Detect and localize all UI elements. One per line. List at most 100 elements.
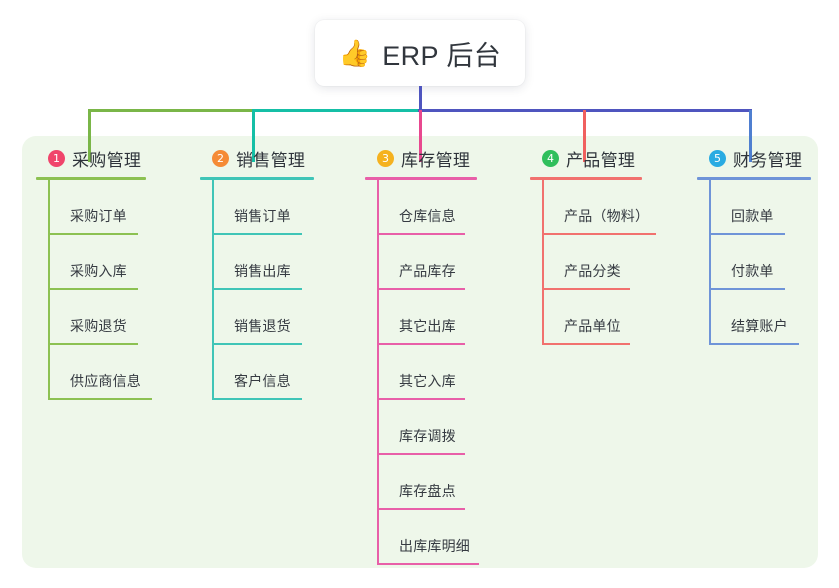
leaf-underline [48, 343, 138, 345]
leaf-label: 其它出库 [399, 318, 456, 334]
leaf-spine [377, 455, 379, 510]
branch-items-4: 产品（物料） 产品分类 产品单位 [542, 180, 658, 345]
list-item[interactable]: 仓库信息 [377, 180, 490, 235]
branch-label-1: 采购管理 [72, 150, 142, 170]
branches-panel [22, 136, 818, 568]
branch-items-5: 回款单 付款单 结算账户 [709, 180, 815, 345]
branch-column-5: 5 财务管理 回款单 付款单 结算账户 [697, 144, 815, 345]
list-item[interactable]: 付款单 [709, 235, 815, 290]
leaf-spine [377, 510, 379, 565]
leaf-underline [377, 563, 479, 565]
branch-badge-3: 3 [377, 149, 394, 167]
leaf-spine [212, 180, 214, 235]
leaf-underline [377, 508, 465, 510]
leaf-label: 采购入库 [70, 263, 127, 279]
leaf-spine [542, 235, 544, 290]
branch-underline-1 [36, 177, 146, 180]
list-item[interactable]: 供应商信息 [48, 345, 154, 400]
branch-items-2: 销售订单 销售出库 销售退货 客户信息 [212, 180, 318, 400]
branch-header-2[interactable]: 2 销售管理 [200, 144, 318, 172]
leaf-spine [48, 180, 50, 235]
branch-header-3[interactable]: 3 库存管理 [365, 144, 490, 172]
list-item[interactable]: 回款单 [709, 180, 815, 235]
leaf-underline [709, 343, 799, 345]
drop-line-branch-3 [419, 110, 422, 162]
trunk-bar-segment-green [88, 109, 254, 112]
leaf-underline [709, 288, 785, 290]
list-item[interactable]: 库存盘点 [377, 455, 490, 510]
branch-badge-4: 4 [542, 149, 559, 167]
branch-label-4: 产品管理 [566, 150, 636, 170]
branch-underline-3 [365, 177, 477, 180]
list-item[interactable]: 产品分类 [542, 235, 658, 290]
branch-underline-5 [697, 177, 811, 180]
leaf-underline [212, 398, 302, 400]
branch-column-2: 2 销售管理 销售订单 销售出库 销售退货 客户信息 [200, 144, 318, 400]
list-item[interactable]: 产品单位 [542, 290, 658, 345]
trunk-bar-segment-teal [252, 109, 422, 112]
leaf-label: 仓库信息 [399, 208, 456, 224]
branch-items-3: 仓库信息 产品库存 其它出库 其它入库 库存调拨 [377, 180, 490, 565]
leaf-underline [377, 288, 465, 290]
list-item[interactable]: 销售退货 [212, 290, 318, 345]
leaf-label: 库存调拨 [399, 428, 456, 444]
branch-column-3: 3 库存管理 仓库信息 产品库存 其它出库 其它入库 [365, 144, 490, 565]
leaf-underline [542, 233, 656, 235]
list-item[interactable]: 出库库明细 [377, 510, 490, 565]
leaf-underline [377, 343, 465, 345]
leaf-label: 其它入库 [399, 373, 456, 389]
leaf-label: 销售出库 [234, 263, 291, 279]
leaf-spine [48, 235, 50, 290]
leaf-underline [377, 398, 465, 400]
leaf-underline [212, 288, 302, 290]
leaf-spine [377, 345, 379, 400]
list-item[interactable]: 销售出库 [212, 235, 318, 290]
branch-underline-4 [530, 177, 642, 180]
leaf-underline [212, 233, 302, 235]
list-item[interactable]: 客户信息 [212, 345, 318, 400]
leaf-label: 付款单 [731, 263, 774, 279]
leaf-underline [542, 288, 630, 290]
drop-line-branch-1 [88, 110, 91, 162]
leaf-underline [542, 343, 630, 345]
list-item[interactable]: 采购订单 [48, 180, 154, 235]
leaf-label: 产品库存 [399, 263, 456, 279]
list-item[interactable]: 产品库存 [377, 235, 490, 290]
branch-header-1[interactable]: 1 采购管理 [36, 144, 154, 172]
branch-badge-1: 1 [48, 149, 65, 167]
leaf-underline [48, 288, 138, 290]
branch-items-1: 采购订单 采购入库 采购退货 供应商信息 [48, 180, 154, 400]
leaf-underline [377, 233, 465, 235]
list-item[interactable]: 销售订单 [212, 180, 318, 235]
branch-column-4: 4 产品管理 产品（物料） 产品分类 产品单位 [530, 144, 658, 345]
leaf-label: 回款单 [731, 208, 774, 224]
root-node-card[interactable]: 👍 ERP 后台 [315, 20, 525, 86]
leaf-spine [48, 345, 50, 400]
list-item[interactable]: 库存调拨 [377, 400, 490, 455]
leaf-spine [709, 290, 711, 345]
list-item[interactable]: 其它入库 [377, 345, 490, 400]
list-item[interactable]: 产品（物料） [542, 180, 658, 235]
list-item[interactable]: 结算账户 [709, 290, 815, 345]
branch-label-3: 库存管理 [401, 150, 471, 170]
drop-line-branch-5 [749, 110, 752, 162]
list-item[interactable]: 其它出库 [377, 290, 490, 345]
leaf-spine [542, 290, 544, 345]
leaf-label: 客户信息 [234, 373, 291, 389]
leaf-label: 结算账户 [731, 318, 788, 334]
list-item[interactable]: 采购退货 [48, 290, 154, 345]
root-stem-line [419, 86, 422, 112]
branch-label-5: 财务管理 [733, 150, 803, 170]
leaf-spine [48, 290, 50, 345]
branch-label-2: 销售管理 [236, 150, 306, 170]
branch-header-4[interactable]: 4 产品管理 [530, 144, 658, 172]
drop-line-branch-2 [252, 110, 255, 162]
leaf-spine [377, 400, 379, 455]
leaf-underline [48, 398, 152, 400]
list-item[interactable]: 采购入库 [48, 235, 154, 290]
leaf-label: 产品（物料） [564, 208, 650, 224]
root-node-title: ERP 后台 [382, 40, 502, 71]
branch-header-5[interactable]: 5 财务管理 [697, 144, 815, 172]
leaf-underline [48, 233, 138, 235]
